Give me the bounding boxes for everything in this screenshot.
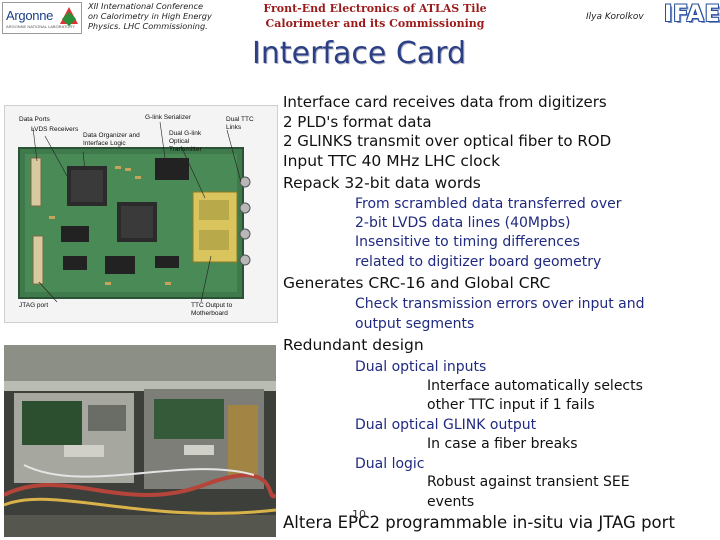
slide-title: Interface Card (252, 36, 467, 71)
argonne-logo: Argonne ARGONNE NATIONAL LABORATORY (2, 2, 82, 34)
bullet-level-4: Interface automatically selects (427, 378, 643, 394)
ifae-logo-text: IFAE (664, 2, 720, 27)
bullet-level-2: Redundant design (283, 336, 424, 354)
label-ttc-output: TTC Output to (191, 302, 233, 309)
bullet-level-2: Generates CRC-16 and Global CRC (283, 274, 551, 292)
bullet-level-4: events (427, 494, 475, 510)
bullet-level-3: output segments (355, 316, 475, 332)
conference-line: on Calorimetry in High Energy (88, 11, 212, 21)
footer-bullet: Altera EPC2 programmable in-situ via JTA… (283, 513, 675, 532)
bullet-level-4: other TTC input if 1 fails (427, 397, 595, 413)
bullet-level-1: Interface card receives data from digiti… (283, 93, 607, 111)
author-name: Ilya Korolkov (586, 12, 644, 22)
bullet-level-2: Input TTC 40 MHz LHC clock (283, 152, 501, 170)
talk-title: Front-End Electronics of ATLAS Tile Calo… (252, 1, 498, 31)
bullet-level-3: Dual optical inputs (355, 359, 487, 375)
bullet-level-3: Insensitive to timing differences (355, 234, 580, 250)
conference-line: XII International Conference (88, 1, 204, 11)
label-interface-logic: Interface Logic (83, 140, 126, 147)
rack-illustration (4, 345, 276, 537)
label-motherboard: Motherboard (191, 310, 228, 317)
argonne-logo-text: Argonne (6, 8, 54, 23)
page-number: 10 (352, 508, 366, 521)
bullet-level-4: Robust against transient SEE (427, 474, 630, 490)
label-data-ports: Data Ports (19, 116, 50, 123)
label-dual-glink: Dual G-link (169, 130, 202, 137)
installed-card-photo (4, 345, 276, 537)
interface-card-photo: Data Ports LVDS Receivers Data Organizer… (4, 105, 278, 323)
bullet-level-3: Check transmission errors over input and (355, 296, 645, 312)
label-jtag-port: JTAG port (19, 302, 49, 309)
bullet-level-3: Dual logic (355, 456, 425, 472)
label-lvds-receivers: LVDS Receivers (31, 126, 79, 133)
bullet-level-3: 2-bit LVDS data lines (40Mpbs) (355, 215, 571, 231)
conference-name: XII International Conference on Calorime… (88, 1, 218, 31)
ifae-logo: IFAE (662, 1, 720, 33)
bullet-level-4: In case a fiber breaks (427, 436, 578, 452)
board-illustration (5, 106, 277, 322)
bullet-level-1: 2 GLINKS transmit over optical fiber to … (283, 132, 612, 150)
label-data-organizer: Data Organizer and (83, 132, 140, 139)
label-glink-serializer: G-link Serializer (145, 114, 191, 121)
talk-title-line: Calorimeter and its Commissioning (265, 17, 485, 30)
talk-title-line: Front-End Electronics of ATLAS Tile (263, 2, 487, 15)
bullet-level-3: From scrambled data transferred over (355, 196, 622, 212)
label-transmitter: Transmitter (169, 146, 202, 153)
bullet-level-3: Dual optical GLINK output (355, 417, 537, 433)
argonne-logo-subtext: ARGONNE NATIONAL LABORATORY (6, 24, 75, 29)
label-optical: Optical (169, 138, 190, 145)
label-ttc-links: Links (226, 124, 242, 131)
label-dual-ttc: Dual TTC (226, 116, 254, 123)
bullet-level-3: related to digitizer board geometry (355, 254, 602, 270)
bullet-level-2: Repack 32-bit data words (283, 174, 481, 192)
bullet-level-1: 2 PLD's format data (283, 113, 432, 131)
conference-line: Physics. LHC Commissioning. (88, 21, 208, 31)
